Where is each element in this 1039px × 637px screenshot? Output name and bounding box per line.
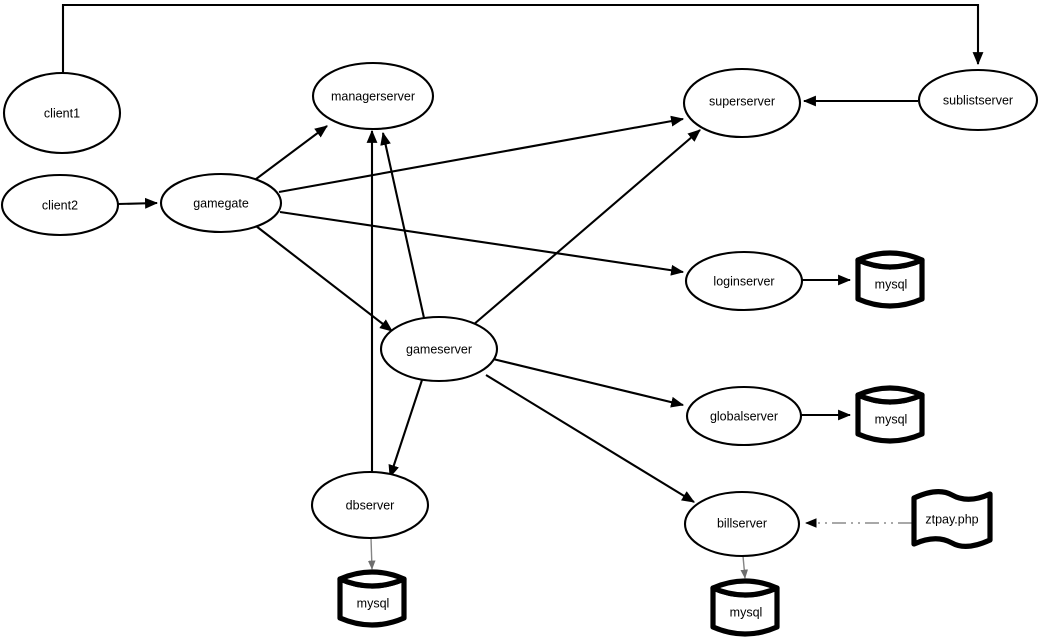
node-managerserver[interactable]: managerserver xyxy=(311,61,435,131)
edge-gamegate-to-managerserver xyxy=(251,125,328,183)
node-client1[interactable]: client1 xyxy=(2,71,122,155)
edge-gameserver-to-superserver xyxy=(472,129,701,326)
node-billserver[interactable]: billserver xyxy=(683,490,801,558)
edge-billserver-to-mysql xyxy=(740,555,749,579)
node-mysql-globalserver[interactable]: mysql xyxy=(855,385,925,444)
edge-gameserver-to-billserver xyxy=(485,374,695,503)
node-sublistserver[interactable]: sublistserver xyxy=(917,68,1039,132)
node-gamegate[interactable]: gamegate xyxy=(159,172,283,234)
edge-gamegate-to-superserver xyxy=(278,115,685,194)
edge-gameserver-to-dbserver xyxy=(388,379,423,479)
edge-gamegate-to-gameserver xyxy=(255,225,393,332)
edge-client1-to-sublistserver xyxy=(61,3,984,73)
edge-gameserver-to-managerserver xyxy=(380,131,426,319)
node-gameserver[interactable]: gameserver xyxy=(379,315,499,383)
node-mysql-loginserver[interactable]: mysql xyxy=(855,250,925,309)
edge-gameserver-to-globalserver xyxy=(492,357,685,408)
edge-client2-to-gamegate xyxy=(117,197,159,209)
node-superserver[interactable]: superserver xyxy=(682,67,802,139)
edge-dbserver-to-mysql xyxy=(367,537,376,570)
node-globalserver[interactable]: globalserver xyxy=(685,385,803,447)
node-dbserver[interactable]: dbserver xyxy=(310,470,430,540)
edge-gamegate-to-loginserver xyxy=(279,210,685,276)
node-mysql-dbserver[interactable]: mysql xyxy=(337,569,407,628)
node-ztpay-php[interactable]: ztpay.php xyxy=(911,489,993,549)
edges-layer xyxy=(61,3,984,579)
node-mysql-billserver[interactable]: mysql xyxy=(710,578,780,637)
node-client2[interactable]: client2 xyxy=(0,173,120,237)
node-loginserver[interactable]: loginserver xyxy=(684,250,804,312)
